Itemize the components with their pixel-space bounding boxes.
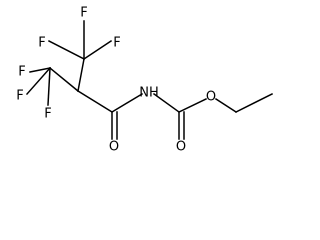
structural-formula: F F F F F F NH O O O: [16, 5, 274, 155]
fluorine-label: F: [44, 107, 51, 122]
bond-cf3-top-to-ch: [77, 58, 85, 92]
bond-ch-to-cf3-lower: [48, 66, 80, 93]
oxygen-label: O: [206, 90, 216, 105]
bond-ch-to-carbonyl: [76, 89, 114, 114]
bonds: [25, 20, 274, 140]
oxygen-label: O: [176, 140, 186, 155]
bond-ester-o-to-ch2: [214, 97, 238, 114]
fluorine-label: F: [80, 6, 87, 21]
fluorine-label: F: [18, 65, 25, 80]
bond-carbonyl-to-nh: [110, 92, 144, 114]
bond-nh-to-carbamate-c: [152, 92, 181, 114]
fluorine-label: F: [38, 36, 45, 51]
nh-label: NH: [139, 86, 159, 101]
bond-carbamate-c-to-ester-o: [177, 97, 208, 114]
bond-cf3-lower-f-left: [25, 66, 52, 96]
bond-cf3-lower-f-bottom: [47, 67, 51, 106]
fluorine-label: F: [16, 89, 23, 104]
fluorine-label: F: [113, 36, 120, 51]
bond-cf3-lower-f-upper: [29, 67, 51, 73]
bond-ch2-to-ch3: [234, 92, 274, 114]
oxygen-label: O: [109, 140, 119, 155]
bond-cf3-top-f-right: [82, 39, 113, 61]
atom-labels: F F F F F F NH O O O: [16, 6, 216, 155]
bond-cf3-top-f-left: [47, 39, 86, 61]
